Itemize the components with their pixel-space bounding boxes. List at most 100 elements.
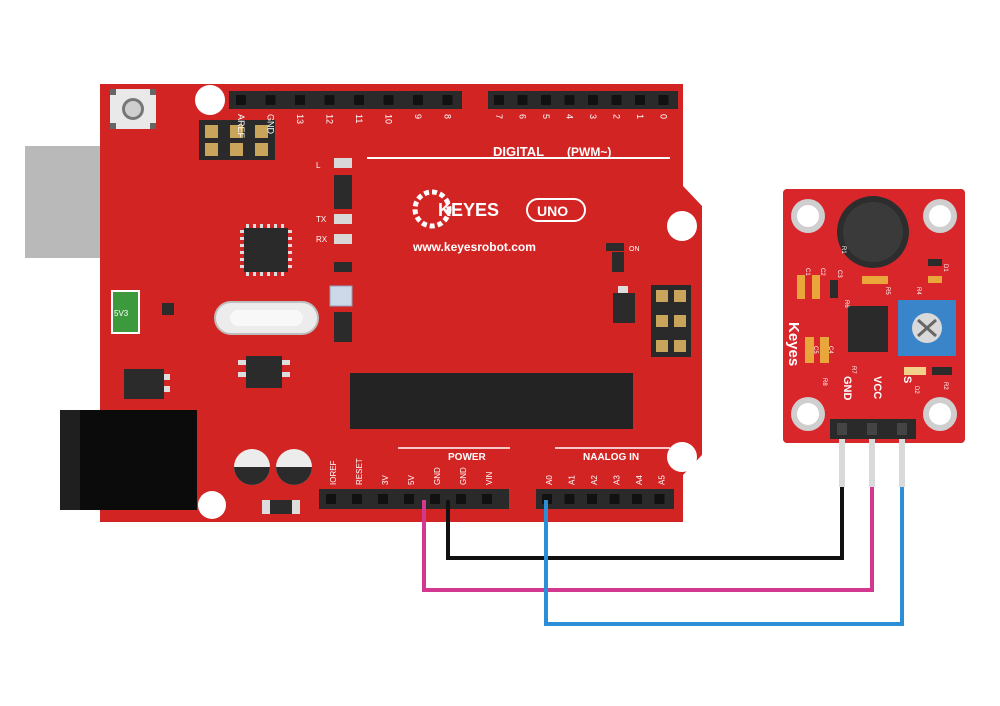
pin-label: A5 xyxy=(658,475,667,485)
component-label: R8 xyxy=(821,378,827,386)
component-label: D1 xyxy=(942,264,948,272)
pin-label: A3 xyxy=(613,475,622,485)
header-pin xyxy=(609,494,620,504)
icsp-header-mcu xyxy=(651,285,691,357)
led-label: TX xyxy=(316,215,327,224)
header-pin xyxy=(295,95,305,105)
header-pin xyxy=(611,95,622,105)
header-pin xyxy=(383,95,394,105)
header-pin xyxy=(494,95,504,105)
pin-label: GND xyxy=(433,467,442,485)
pin-label: A0 xyxy=(545,475,554,485)
component-label: D2 xyxy=(913,386,919,394)
component-label: R1 xyxy=(840,246,846,254)
digital-header-right xyxy=(488,91,678,109)
header-pin xyxy=(564,95,575,105)
keyes-logo: KEYES xyxy=(412,189,499,229)
header-pin xyxy=(635,95,645,105)
pin-label: VIN xyxy=(485,471,494,485)
header-pin xyxy=(482,494,492,504)
component-label: C2 xyxy=(819,268,825,276)
pin-label: 3 xyxy=(588,114,598,119)
gnd-wire xyxy=(446,431,844,560)
pin-label: 7 xyxy=(494,114,504,119)
component-label: R2 xyxy=(942,382,948,390)
pin-label: RESET xyxy=(355,458,364,485)
header-pin xyxy=(265,95,276,105)
capacitor-2 xyxy=(276,449,312,485)
header-pin xyxy=(442,95,453,105)
brand-label: KEYES xyxy=(438,200,499,220)
website-label: www.keyesrobot.com xyxy=(412,240,536,254)
pin-label: GND xyxy=(459,467,468,485)
usb-chip xyxy=(238,222,294,278)
header-pin xyxy=(352,494,362,504)
potentiometer xyxy=(898,300,956,356)
header-pin xyxy=(404,494,414,504)
power-label: POWER xyxy=(448,452,487,463)
pin-label: 5V xyxy=(407,475,416,485)
module-pin-label: VCC xyxy=(871,376,883,399)
pin-label: GND xyxy=(266,114,276,135)
header-pin xyxy=(236,95,246,105)
header-pin xyxy=(430,494,440,504)
header-pin xyxy=(658,95,669,105)
uno-badge: UNO xyxy=(526,198,586,222)
regulator: 5V3 xyxy=(111,290,140,334)
pin-label: 5 xyxy=(541,114,551,119)
reset-button xyxy=(110,89,156,129)
svg-text:UNO: UNO xyxy=(537,203,568,219)
svg-text:5V3: 5V3 xyxy=(114,309,129,318)
digital-header-top xyxy=(229,91,462,109)
pin-label: 0 xyxy=(659,114,669,119)
header-pin xyxy=(587,494,597,504)
pin-label: 3V xyxy=(381,475,390,485)
component-label: C3 xyxy=(836,270,842,278)
pin-label: 13 xyxy=(295,114,305,124)
pin-label: 6 xyxy=(518,114,528,119)
pin-label: 8 xyxy=(443,114,453,119)
module-pin-label: S xyxy=(901,376,913,383)
pin-label: 1 xyxy=(635,114,645,119)
header-pin xyxy=(632,494,642,504)
analog-label: NAALOG IN xyxy=(583,452,639,463)
dc-jack xyxy=(60,410,197,510)
component-label: R7 xyxy=(850,366,856,374)
capacitor-1 xyxy=(234,449,270,485)
module-brand: Keyes xyxy=(785,322,802,366)
header-pin xyxy=(456,494,466,504)
pwm-label: (PWM~) xyxy=(567,145,611,159)
on-label: ON xyxy=(629,246,640,253)
pin-label: 11 xyxy=(354,114,364,123)
header-pin xyxy=(326,494,336,504)
pin-label: AREF xyxy=(236,114,246,139)
component-label: R4 xyxy=(915,287,921,295)
header-pin xyxy=(564,494,575,504)
digital-label: DIGITAL xyxy=(493,144,544,159)
pin-label: 2 xyxy=(612,114,622,119)
header-pin xyxy=(413,95,423,105)
component-label: R5 xyxy=(884,287,890,295)
vcc-wire xyxy=(422,431,874,592)
component-label: C5 xyxy=(812,346,818,354)
header-pin xyxy=(588,95,598,105)
header-pin xyxy=(654,494,665,504)
signal-wire xyxy=(544,431,904,626)
led-label: RX xyxy=(316,235,328,244)
wires xyxy=(422,431,904,626)
header-pin xyxy=(517,95,528,105)
module-pin-header xyxy=(830,419,916,487)
led-label: L xyxy=(316,161,321,170)
header-pin xyxy=(324,95,335,105)
power-header xyxy=(319,489,509,509)
analog-header xyxy=(536,489,674,509)
header-pin xyxy=(541,95,551,105)
atmega-chip xyxy=(350,373,633,429)
pin-label: A2 xyxy=(590,475,599,485)
pin-label: 4 xyxy=(565,114,575,119)
pin-label: A1 xyxy=(568,475,577,485)
pin-label: IOREF xyxy=(329,460,338,485)
component-label: R6 xyxy=(843,300,849,308)
